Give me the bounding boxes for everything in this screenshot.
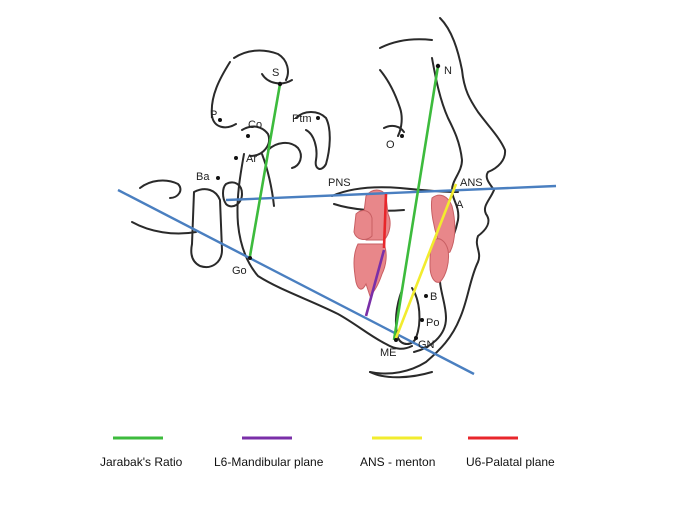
- label-a: A: [456, 199, 464, 211]
- landmark-points: [216, 63, 441, 342]
- ans-menton-line: [394, 183, 458, 339]
- jarabak-line-s-go: [248, 83, 282, 257]
- lower-molar: [353, 243, 387, 297]
- label-ba: Ba: [196, 171, 210, 183]
- point-go: [248, 256, 252, 260]
- landmark-labels: S N P Co Ptm O Ar Ba PNS ANS A Go B Po M…: [196, 65, 483, 359]
- teeth: [353, 189, 456, 297]
- legend: Jarabak's Ratio L6-Mandibular plane ANS …: [100, 436, 555, 469]
- reference-planes: [117, 184, 557, 376]
- l6-mandibular-line: [364, 249, 386, 317]
- upper-incisor: [431, 194, 456, 254]
- label-n: N: [444, 65, 452, 77]
- jarabak-line-n-me: [392, 65, 440, 341]
- measurement-lines: [248, 65, 458, 341]
- upper-molar-2: [353, 210, 373, 240]
- palatal-plane-line: [225, 184, 557, 202]
- point-o: [400, 134, 404, 138]
- point-co: [246, 134, 250, 138]
- label-pns: PNS: [328, 177, 351, 189]
- label-p: P: [210, 109, 217, 121]
- label-co: Co: [248, 119, 262, 131]
- point-ar: [234, 156, 238, 160]
- label-ar: Ar: [246, 153, 257, 165]
- label-me: ME: [380, 347, 397, 359]
- label-go: Go: [232, 265, 247, 277]
- legend-label-ans-menton: ANS - menton: [360, 455, 435, 469]
- point-gn: [414, 336, 418, 340]
- label-s: S: [272, 67, 279, 79]
- legend-label-u6-palatal: U6-Palatal plane: [466, 455, 555, 469]
- point-b: [424, 294, 428, 298]
- label-gn: GN: [418, 339, 435, 351]
- point-me: [394, 338, 398, 342]
- point-ba: [216, 176, 220, 180]
- label-po: Po: [426, 317, 439, 329]
- legend-item-ans-menton: ANS - menton: [360, 436, 435, 469]
- point-ptm: [316, 116, 320, 120]
- point-p: [218, 118, 222, 122]
- legend-item-jarabak: Jarabak's Ratio: [100, 436, 183, 469]
- label-o: O: [386, 139, 395, 151]
- lower-incisor: [429, 238, 449, 283]
- mandibular-plane-line: [117, 188, 475, 376]
- legend-label-jarabak: Jarabak's Ratio: [100, 455, 183, 469]
- label-ptm: Ptm: [292, 113, 312, 125]
- legend-label-l6-mandibular: L6-Mandibular plane: [214, 455, 324, 469]
- label-ans: ANS: [460, 177, 483, 189]
- u6-palatal-line: [382, 193, 388, 249]
- point-po: [420, 318, 424, 322]
- point-n: [435, 63, 441, 69]
- point-s: [277, 81, 283, 87]
- label-b: B: [430, 291, 437, 303]
- legend-item-l6-mandibular: L6-Mandibular plane: [214, 436, 324, 469]
- legend-item-u6-palatal: U6-Palatal plane: [466, 436, 555, 469]
